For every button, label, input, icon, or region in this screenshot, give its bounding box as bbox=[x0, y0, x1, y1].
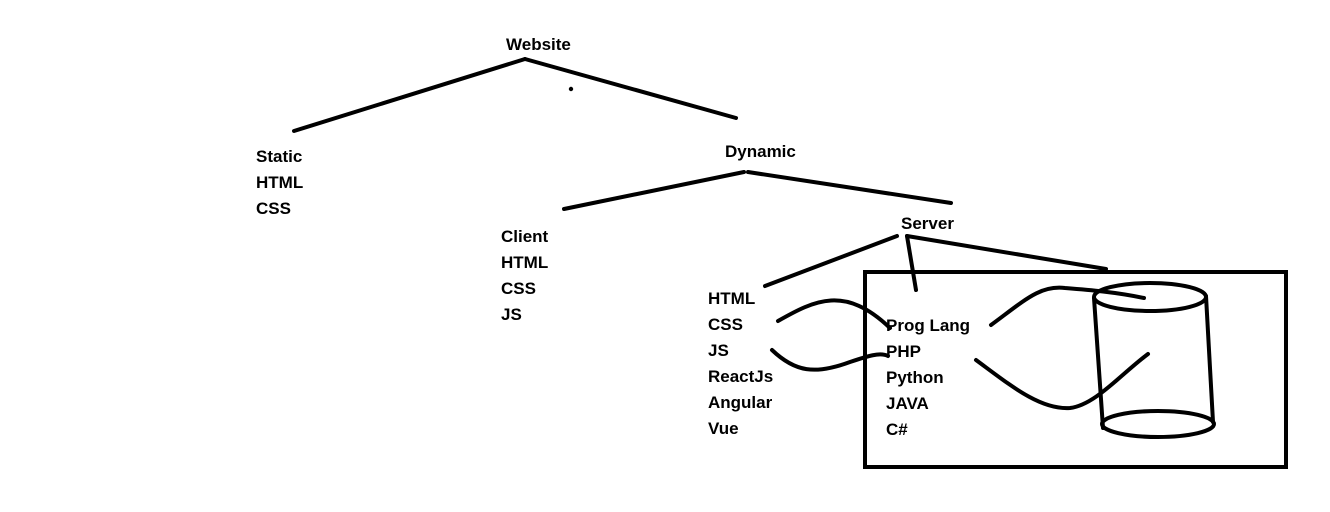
edge-website-dynamic bbox=[523, 57, 738, 120]
frontend-item: Angular bbox=[708, 393, 773, 412]
node-website: Website bbox=[506, 35, 571, 54]
frontend-item: ReactJs bbox=[708, 367, 774, 386]
database-side-left bbox=[1092, 296, 1105, 430]
client-item: HTML bbox=[501, 253, 549, 272]
client-title: Client bbox=[501, 227, 549, 246]
node-static: Static HTML CSS bbox=[256, 144, 303, 222]
database-side-right bbox=[1204, 294, 1215, 424]
edge-server-frontend bbox=[763, 234, 899, 288]
database-top bbox=[1092, 281, 1208, 313]
curve-php-to-db bbox=[974, 352, 1150, 411]
backend-item: Prog Lang bbox=[886, 316, 971, 335]
frontend-item: CSS bbox=[708, 315, 743, 334]
client-item: CSS bbox=[501, 279, 536, 298]
static-item: HTML bbox=[256, 173, 304, 192]
curve-css-to-proglang bbox=[776, 298, 892, 330]
backend-item: Python bbox=[886, 368, 944, 387]
edge-server-backend bbox=[905, 234, 918, 292]
frontend-item: JS bbox=[708, 341, 729, 360]
stray-dot bbox=[568, 86, 574, 92]
edge-website-static bbox=[292, 57, 527, 133]
node-server: Server bbox=[901, 214, 954, 233]
node-client: Client HTML CSS JS bbox=[501, 224, 548, 328]
backend-item: C# bbox=[886, 420, 908, 439]
frontend-item: HTML bbox=[708, 289, 756, 308]
static-title: Static bbox=[256, 147, 303, 166]
backend-item: JAVA bbox=[886, 394, 929, 413]
static-item: CSS bbox=[256, 199, 291, 218]
edge-dynamic-server bbox=[746, 170, 953, 205]
client-item: JS bbox=[501, 305, 522, 324]
edge-server-database bbox=[905, 234, 1108, 271]
backend-list: Prog Lang PHP Python JAVA C# bbox=[886, 313, 970, 443]
backend-box bbox=[863, 270, 1288, 469]
database-bottom bbox=[1100, 409, 1216, 439]
curve-js-to-php bbox=[770, 348, 890, 372]
curve-proglang-to-db bbox=[989, 285, 1146, 327]
backend-item: PHP bbox=[886, 342, 921, 361]
frontend-item: Vue bbox=[708, 419, 739, 438]
frontend-list: HTML CSS JS ReactJs Angular Vue bbox=[708, 286, 773, 442]
edge-dynamic-client bbox=[562, 170, 746, 211]
node-dynamic: Dynamic bbox=[725, 142, 796, 161]
